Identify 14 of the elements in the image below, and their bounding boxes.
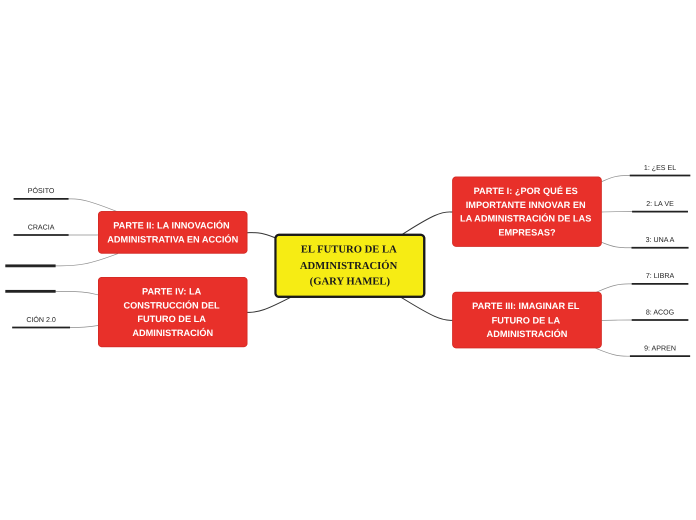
connector — [70, 325, 100, 328]
connector — [400, 296, 454, 321]
connector — [68, 198, 118, 212]
connector — [595, 284, 632, 293]
connector — [54, 291, 100, 296]
connector — [595, 348, 630, 357]
connector — [247, 232, 276, 239]
connector — [601, 211, 632, 212]
connector — [68, 234, 100, 236]
connector — [54, 253, 118, 266]
connector — [601, 242, 632, 248]
connector — [247, 296, 292, 313]
connector — [601, 320, 632, 321]
connector — [601, 175, 630, 182]
